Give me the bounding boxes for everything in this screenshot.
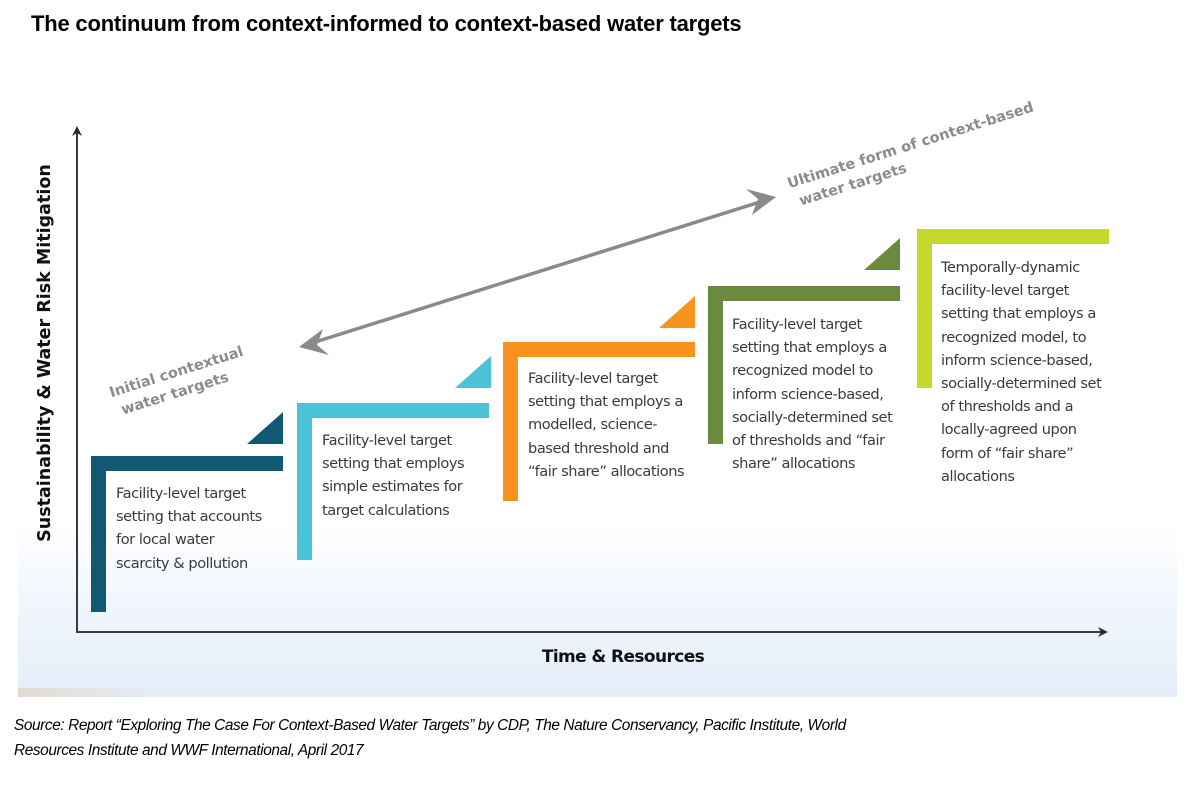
step-text-line: share” allocations xyxy=(732,455,856,473)
step-text-line: Facility-level target xyxy=(116,485,246,502)
step-2-bracket xyxy=(297,356,491,560)
step-text-line: scarcity & pollution xyxy=(116,554,248,572)
step-text-line: Facility-level target xyxy=(732,316,862,333)
step-4-description: Facility-level target setting that emplo… xyxy=(732,313,893,475)
page-title: The continuum from context-informed to c… xyxy=(31,11,742,36)
step-text-line: of thresholds and “fair xyxy=(732,432,885,450)
y-axis-label: Sustainability & Water Risk Mitigation xyxy=(35,164,55,542)
step-5-description: Temporally-dynamic facility-level target… xyxy=(941,256,1102,488)
step-2-description: Facility-level target setting that emplo… xyxy=(322,429,465,522)
step-text-line: setting that employs a xyxy=(941,305,1096,323)
step-text-line: form of “fair share” xyxy=(941,444,1074,462)
step-corner-triangle xyxy=(247,412,283,444)
arrow-head-start xyxy=(299,329,329,355)
step-text-line: socially-determined set xyxy=(941,375,1102,393)
step-1-bracket xyxy=(91,412,283,612)
panel-edge-artifact xyxy=(18,688,143,697)
step-corner-triangle xyxy=(659,296,695,328)
step-corner-triangle xyxy=(864,238,900,270)
source-citation: Source: Report “Exploring The Case For C… xyxy=(14,714,846,763)
step-text-line: recognized model, to xyxy=(941,328,1087,346)
step-text-line: “fair share” allocations xyxy=(528,462,685,480)
step-text-line: Facility-level target xyxy=(528,370,658,387)
diagram-panel xyxy=(18,70,1177,697)
step-text-line: of thresholds and a xyxy=(941,398,1074,416)
step-3-bracket xyxy=(503,296,695,501)
step-text-line: modelled, science- xyxy=(528,416,658,434)
step-4-bracket xyxy=(708,238,900,444)
step-text-line: socially-determined set xyxy=(732,408,893,426)
arrow-head-end xyxy=(746,189,776,215)
step-text-line: facility-level target xyxy=(941,282,1069,300)
arrow-shaft xyxy=(311,199,764,345)
step-text-line: locally-agreed upon xyxy=(941,421,1077,439)
x-axis-label: Time & Resources xyxy=(541,647,705,667)
step-text-line: inform science-based, xyxy=(732,385,884,403)
step-1-description: Facility-level target setting that accou… xyxy=(116,482,262,575)
step-3-description: Facility-level target setting that emplo… xyxy=(528,367,685,483)
step-text-line: recognized model to xyxy=(732,362,873,380)
step-text-line: inform science-based, xyxy=(941,351,1093,369)
step-text-line: for local water xyxy=(116,531,215,549)
step-corner-triangle xyxy=(455,356,491,388)
step-text-line: based threshold and xyxy=(528,439,669,457)
step-text-line: Facility-level target xyxy=(322,432,452,449)
step-text-line: setting that employs a xyxy=(528,393,683,411)
step-text-line: setting that employs xyxy=(322,455,465,473)
step-text-line: setting that employs a xyxy=(732,339,887,357)
step-text-line: allocations xyxy=(941,467,1015,485)
source-line: Source: Report “Exploring The Case For C… xyxy=(14,717,846,734)
progression-arrow xyxy=(299,189,776,355)
step-text-line: simple estimates for xyxy=(322,478,463,496)
step-text-line: setting that accounts xyxy=(116,508,262,526)
source-line: Resources Institute and WWF Internationa… xyxy=(14,741,364,759)
steps-layer xyxy=(91,229,1109,612)
step-text-line: Temporally-dynamic xyxy=(941,259,1080,276)
step-text-line: target calculations xyxy=(322,501,450,519)
